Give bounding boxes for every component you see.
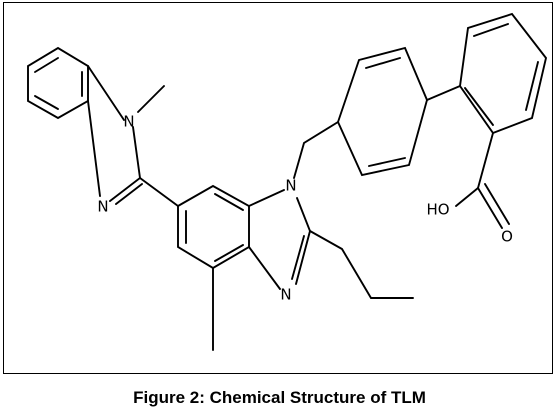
bonds [27,12,548,351]
bond [34,57,83,110]
chemical-structure-diagram: N N N N HO O [27,12,548,351]
atom-labels: N N N N HO O [97,113,513,304]
bond [87,65,125,197]
bond [426,85,461,101]
atom-label-hydroxyl: HO [426,201,449,219]
bond [309,230,414,299]
atom-label-n: N [123,113,134,131]
bond [464,23,539,126]
atom-label-oxygen: O [501,228,513,246]
bond [115,183,143,205]
atom-label-n: N [285,177,296,195]
bond [185,193,244,262]
figure-caption: Figure 2: Chemical Structure of TLM [133,388,426,407]
figure-frame [3,2,553,374]
bond [137,85,165,113]
bond [139,177,179,207]
bond [477,132,494,189]
bond [291,235,305,280]
atom-label-n: N [97,198,108,216]
atom-label-n: N [280,286,291,304]
bond [248,189,285,290]
bond [365,57,406,167]
bond [293,121,339,179]
bond [336,46,429,177]
bond [177,184,250,270]
bond [477,183,510,229]
bond [459,12,548,135]
bond [455,187,479,207]
